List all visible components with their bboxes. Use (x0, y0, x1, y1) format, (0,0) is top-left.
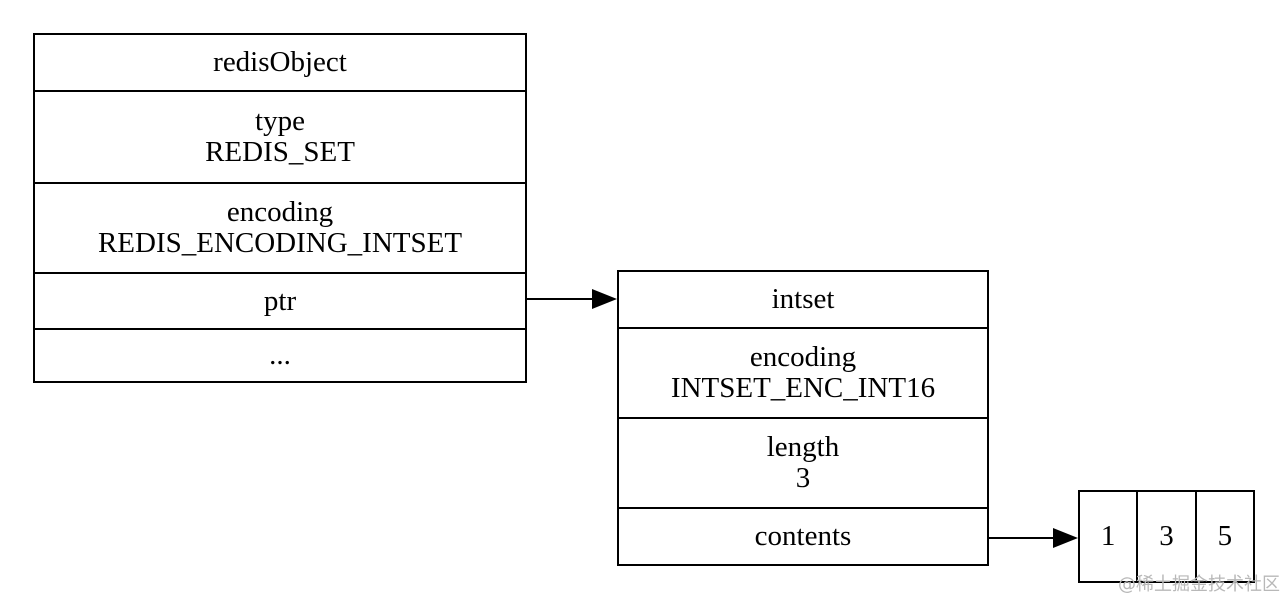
redis-object-encoding-row: encoding REDIS_ENCODING_INTSET (35, 184, 525, 274)
redis-object-title: redisObject (213, 46, 347, 78)
intset-title: intset (771, 283, 835, 315)
type-label: type (255, 105, 305, 137)
redis-object-box: redisObject type REDIS_SET encoding REDI… (33, 33, 527, 383)
intset-encoding-label: encoding (749, 341, 857, 373)
intset-contents-label: contents (754, 520, 852, 552)
contents-cell: 5 (1197, 492, 1253, 581)
redis-object-ptr-row: ptr (35, 274, 525, 330)
encoding-value: REDIS_ENCODING_INTSET (97, 227, 463, 259)
redis-object-more-row: ... (35, 330, 525, 381)
contents-value: 3 (1159, 520, 1174, 552)
intset-length-row: length 3 (619, 419, 987, 509)
intset-encoding-value: INTSET_ENC_INT16 (670, 372, 936, 404)
redis-object-type-row: type REDIS_SET (35, 92, 525, 184)
redis-object-title-row: redisObject (35, 35, 525, 92)
encoding-label: encoding (226, 196, 334, 228)
intset-title-row: intset (619, 272, 987, 329)
intset-length-label: length (766, 431, 840, 463)
ptr-label: ptr (263, 284, 297, 317)
intset-length-value: 3 (795, 462, 811, 494)
intset-encoding-row: encoding INTSET_ENC_INT16 (619, 329, 987, 419)
contents-to-array-arrow (989, 528, 1078, 548)
more-label: ... (269, 339, 291, 371)
contents-array: 1 3 5 (1078, 490, 1255, 583)
contents-cell: 3 (1138, 492, 1197, 581)
contents-cell: 1 (1080, 492, 1139, 581)
ptr-to-intset-arrow (527, 289, 617, 309)
intset-box: intset encoding INTSET_ENC_INT16 length … (617, 270, 989, 566)
contents-value: 1 (1100, 520, 1116, 552)
watermark-text: @稀土掘金技术社区 (1118, 574, 1280, 595)
contents-value: 5 (1217, 520, 1233, 552)
type-value: REDIS_SET (205, 136, 355, 168)
intset-contents-row: contents (619, 509, 987, 564)
